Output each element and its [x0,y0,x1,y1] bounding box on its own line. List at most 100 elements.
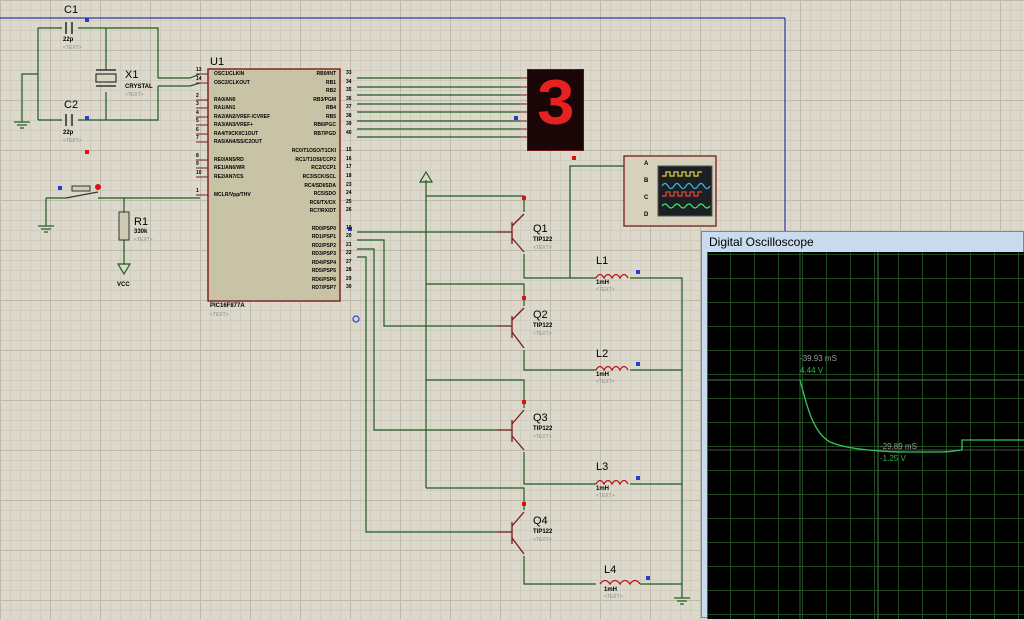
pic-pin-label: RA3/AN3/VREF+ [214,122,254,128]
pic-pin-number: 17 [346,164,352,170]
pic-pin-number: 26 [346,207,352,213]
pic-pin-number: 19 [346,225,352,231]
c2-value: 22p [63,130,74,136]
pic-pin-number: 6 [196,127,199,133]
x1-text: <TEXT> [125,92,144,98]
pic-pin-label: RC0/T1OSO/T1CKI [291,148,336,154]
pic-pin-label: OSC2/CLKOUT [214,80,250,86]
pic-pin-label: RB5 [325,114,336,120]
pic-pin-number: 2 [196,93,199,99]
pic-pin-number: 35 [346,87,352,93]
r1-value: 330k [134,229,148,235]
pic-pin-stubs [196,73,208,196]
reset-button-cap[interactable] [71,185,91,192]
l3-value: 1mH [596,486,610,492]
l2-text: <TEXT> [596,379,615,385]
wires [21,27,683,598]
oscilloscope-screen[interactable]: -39.93 mS 4.44 V -29.89 mS -1.25 V [707,252,1024,619]
x1-ref: X1 [125,69,139,81]
oscilloscope-trace [799,379,1024,453]
q2-part: TIP122 [533,323,553,329]
q1-ref: Q1 [533,223,548,235]
pic-pin-number: 30 [346,284,352,290]
pic-pin-label: RC6/TX/CK [309,200,336,206]
pic-pin-number: 10 [196,170,202,176]
c1-value: 22p [63,37,74,43]
q4-ref: Q4 [533,515,548,527]
oscilloscope-title: Digital Oscilloscope [709,235,814,249]
pic-pin-number: 15 [346,147,352,153]
pic-pin-number: 21 [346,242,352,248]
pic-pin-number: 13 [196,67,202,73]
pic-pin-label: RD0/PSP0 [311,226,336,232]
pic-pin-label: RB4 [325,105,336,111]
pic-pin-number: 39 [346,121,352,127]
pic-pin-label: RA1/AN1 [214,105,236,111]
pic-pin-number: 37 [346,104,352,110]
pic-ic-body[interactable] [207,68,341,302]
c2-ref: C2 [64,99,79,111]
pic-pin-number: 5 [196,118,199,124]
cursor2-volt: -1.25 V [880,454,906,463]
pic-pin-label: RC5/SDO [313,191,336,197]
u1-part: PIC16F877A [210,303,245,309]
pic-pin-number: 38 [346,113,352,119]
pic-pin-number: 14 [196,76,202,82]
pic-pin-label: RC4/SDI/SDA [304,183,336,189]
pic-pin-number: 7 [196,135,199,141]
pic-pin-label: RB2 [325,88,336,94]
l1-ref: L1 [596,255,609,267]
pic-pin-number: 8 [196,153,199,159]
crystal-body[interactable] [95,73,117,83]
l4-value: 1mH [604,587,618,593]
pic-pin-number: 23 [346,182,352,188]
oscilloscope-window[interactable]: Digital Oscilloscope -39.93 mS 4.44 V -2… [701,231,1024,619]
pic-pin-label: RA0/AN0 [214,97,236,103]
pic-pin-number: 34 [346,79,352,85]
pic-pin-label: RE0/AN5/RD [214,157,244,163]
pic-pin-label: RD4/PSP4 [311,260,336,266]
resistor-body[interactable] [118,211,130,241]
pic-pin-number: 29 [346,276,352,282]
scope-pin-d: D [644,212,649,218]
pic-pin-label: RC3/SCK/SCL [302,174,336,180]
pic-pin-label: RA4/T0CKI/C1OUT [214,131,259,137]
cursor2-time: -29.89 mS [880,442,917,451]
pic-pin-label: RD7/PSP7 [311,285,336,291]
pic-pin-number: 18 [346,173,352,179]
pic-pin-label: RD2/PSP2 [311,243,336,249]
pic-pin-label: RA2/AN2/VREF-/CVREF [214,114,271,120]
seven-segment-display[interactable]: 3 [527,69,584,151]
pic-pin-number: 33 [346,70,352,76]
inductor-coils [595,273,641,586]
pic-pin-number: 1 [196,188,199,194]
pic-pin-label: RB3/PGM [313,97,336,103]
pic-pin-number: 24 [346,190,352,196]
l2-value: 1mH [596,372,610,378]
pic-pin-label: RA5/AN4/SS/C2OUT [214,139,262,145]
vcc-terminal [116,263,132,276]
q3-part: TIP122 [533,426,553,432]
l4-ref: L4 [604,564,617,576]
c1-text: <TEXT> [63,45,82,51]
l4-text: <TEXT> [604,594,623,600]
r1-text: <TEXT> [134,237,153,243]
c1-ref: C1 [64,4,79,16]
pic-pin-number: 22 [346,250,352,256]
vcc-up-terminal [418,170,434,183]
q1-part: TIP122 [533,237,553,243]
pic-pin-label: RE1/AN6/WR [214,165,245,171]
pic-pin-number: 3 [196,101,199,107]
c2-text: <TEXT> [63,138,82,144]
pic-pin-label: RB6/PGC [313,122,336,128]
pic-pin-label: RD5/PSP5 [311,268,336,274]
pic-pin-number: 9 [196,161,199,167]
ground-symbols [14,121,690,605]
pic-pin-number: 4 [196,110,199,116]
pic-pin-number: 40 [346,130,352,136]
scope-component-waves [661,171,711,209]
q3-ref: Q3 [533,412,548,424]
l1-value: 1mH [596,280,610,286]
pic-pin-label: RC1/T1OSI/CCP2 [295,157,336,163]
